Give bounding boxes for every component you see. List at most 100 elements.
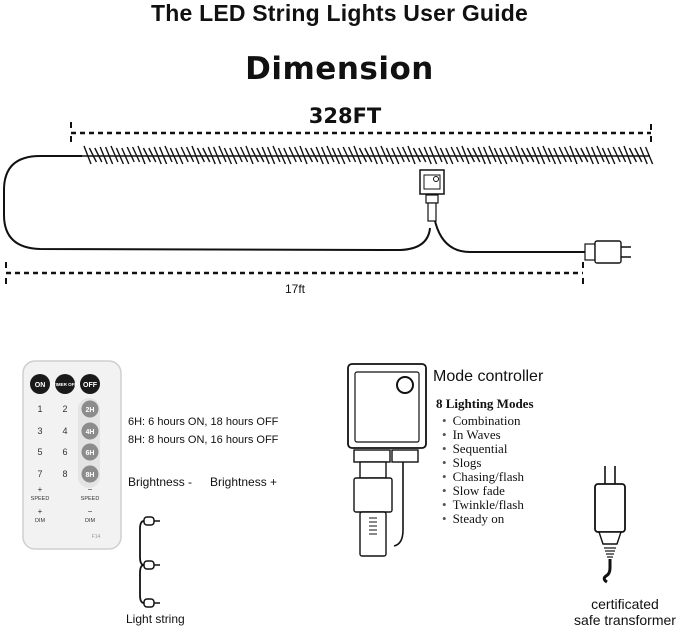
mode-item: Combination bbox=[442, 414, 524, 428]
bulb-stroke bbox=[293, 146, 303, 163]
remote-sign: + bbox=[38, 507, 43, 516]
bulb-stroke bbox=[580, 147, 589, 163]
bulb-stroke bbox=[245, 145, 254, 165]
plug-small bbox=[584, 240, 631, 264]
mode-item: In Waves bbox=[442, 428, 524, 442]
mode-item: Sequential bbox=[442, 442, 524, 456]
transformer-label-line-2: safe transformer bbox=[574, 612, 676, 628]
bulb-stroke bbox=[472, 147, 481, 163]
light-string-strip bbox=[82, 145, 654, 165]
bulb-stroke bbox=[185, 146, 195, 163]
bulb-stroke bbox=[493, 147, 503, 165]
bulb-stroke bbox=[131, 146, 141, 163]
timer-note-6h: 6H: 6 hours ON, 18 hours OFF bbox=[128, 416, 279, 428]
bulb-stroke bbox=[450, 146, 459, 163]
remote-timer-6h[interactable] bbox=[81, 443, 99, 461]
power-cable bbox=[431, 191, 585, 253]
bulb-stroke bbox=[121, 147, 130, 165]
remote-button-label: ON bbox=[35, 382, 46, 389]
lead-cable bbox=[3, 155, 431, 252]
bulb-stroke bbox=[94, 147, 103, 163]
bulb-stroke bbox=[277, 147, 287, 165]
remote-button-timer-off[interactable] bbox=[55, 374, 75, 394]
bulb-stroke bbox=[288, 146, 297, 163]
bulb-stroke bbox=[574, 147, 584, 163]
bulb-stroke bbox=[250, 147, 260, 163]
bulb-stroke bbox=[466, 147, 476, 163]
bulb-stroke bbox=[536, 146, 546, 165]
bulb-stroke bbox=[207, 146, 216, 165]
bulb-stroke bbox=[153, 146, 162, 165]
remote-number-2: 2 bbox=[62, 404, 67, 414]
remote-control-label: SPEED bbox=[31, 496, 50, 502]
bulb-stroke bbox=[110, 145, 119, 163]
lead-length-end-marks bbox=[5, 262, 584, 284]
timer-note-8h: 8H: 8 hours ON, 16 hours OFF bbox=[128, 434, 279, 446]
bulb-stroke bbox=[558, 146, 567, 163]
remote-timer-4h[interactable] bbox=[81, 422, 99, 440]
bulb-stroke bbox=[315, 146, 324, 165]
bulb-stroke bbox=[439, 147, 449, 165]
remote-button-on[interactable] bbox=[30, 374, 50, 394]
bulb-stroke bbox=[601, 147, 611, 165]
bulb-stroke bbox=[164, 145, 173, 163]
bulb-stroke bbox=[547, 147, 557, 165]
section-title: Dimension bbox=[245, 51, 434, 87]
bulb-stroke bbox=[569, 145, 578, 165]
bulb-stroke bbox=[364, 147, 373, 163]
mode-item: Slow fade bbox=[442, 484, 524, 498]
bulb-stroke bbox=[407, 145, 416, 165]
modes-list: Combination In Waves Sequential Slogs Ch… bbox=[442, 414, 525, 526]
bulb-stroke bbox=[617, 146, 627, 163]
remote-button-off[interactable] bbox=[80, 374, 100, 394]
remote-number-5: 5 bbox=[37, 447, 42, 457]
bulb-stroke bbox=[342, 146, 351, 163]
bulb-stroke bbox=[526, 147, 535, 163]
bulb-stroke bbox=[418, 147, 427, 163]
bulb-stroke bbox=[477, 146, 486, 165]
bulb-stroke bbox=[202, 147, 211, 163]
bulb-stroke bbox=[520, 147, 530, 163]
bulb-stroke bbox=[115, 147, 125, 165]
bulb-stroke bbox=[180, 146, 189, 163]
bulb-stroke bbox=[196, 147, 206, 163]
bulb-stroke bbox=[229, 147, 238, 165]
remote-timer-label: 2H bbox=[86, 407, 95, 414]
bulb-stroke bbox=[434, 145, 443, 163]
bulb-stroke bbox=[412, 147, 422, 163]
remote-sign: + bbox=[38, 485, 43, 494]
bulb-stroke bbox=[612, 146, 621, 163]
mode-item: Chasing/flash bbox=[442, 470, 525, 484]
bulb-stroke bbox=[499, 147, 508, 165]
remote-number-7: 7 bbox=[37, 469, 42, 479]
light-string-label: Light string bbox=[126, 612, 185, 626]
bulb-stroke bbox=[283, 147, 292, 165]
bulb-stroke bbox=[391, 147, 400, 165]
bulb-stroke bbox=[455, 146, 465, 163]
remote-timer-label: 8H bbox=[86, 472, 95, 479]
bulb-stroke bbox=[374, 146, 384, 165]
remote-model-label: F14 bbox=[92, 534, 101, 540]
bulb-stroke bbox=[596, 145, 605, 163]
bulb-stroke bbox=[461, 145, 470, 165]
total-length-label: 328FT bbox=[308, 104, 382, 128]
bulb-stroke bbox=[99, 146, 108, 165]
bulb-stroke bbox=[482, 146, 492, 165]
remote-timer-8h[interactable] bbox=[81, 465, 99, 483]
remote-number-1: 1 bbox=[37, 404, 42, 414]
bulb-stroke bbox=[428, 146, 438, 165]
transformer-label: certificated safe transformer bbox=[570, 596, 679, 628]
remote-number-8: 8 bbox=[62, 469, 67, 479]
remote-timer-2h[interactable] bbox=[81, 400, 99, 418]
bulb-stroke bbox=[369, 146, 378, 165]
bulb-stroke bbox=[396, 146, 405, 163]
bulb-stroke bbox=[639, 146, 648, 165]
bulb-stroke bbox=[272, 145, 281, 163]
mode-item: Twinkle/flash bbox=[442, 498, 524, 512]
bulb-stroke bbox=[563, 146, 573, 163]
bulb-stroke bbox=[261, 146, 270, 165]
page-title: The LED String Lights User Guide bbox=[151, 0, 528, 26]
modes-heading: 8 Lighting Modes bbox=[436, 396, 534, 411]
lead-length-label: 17ft bbox=[284, 282, 305, 296]
